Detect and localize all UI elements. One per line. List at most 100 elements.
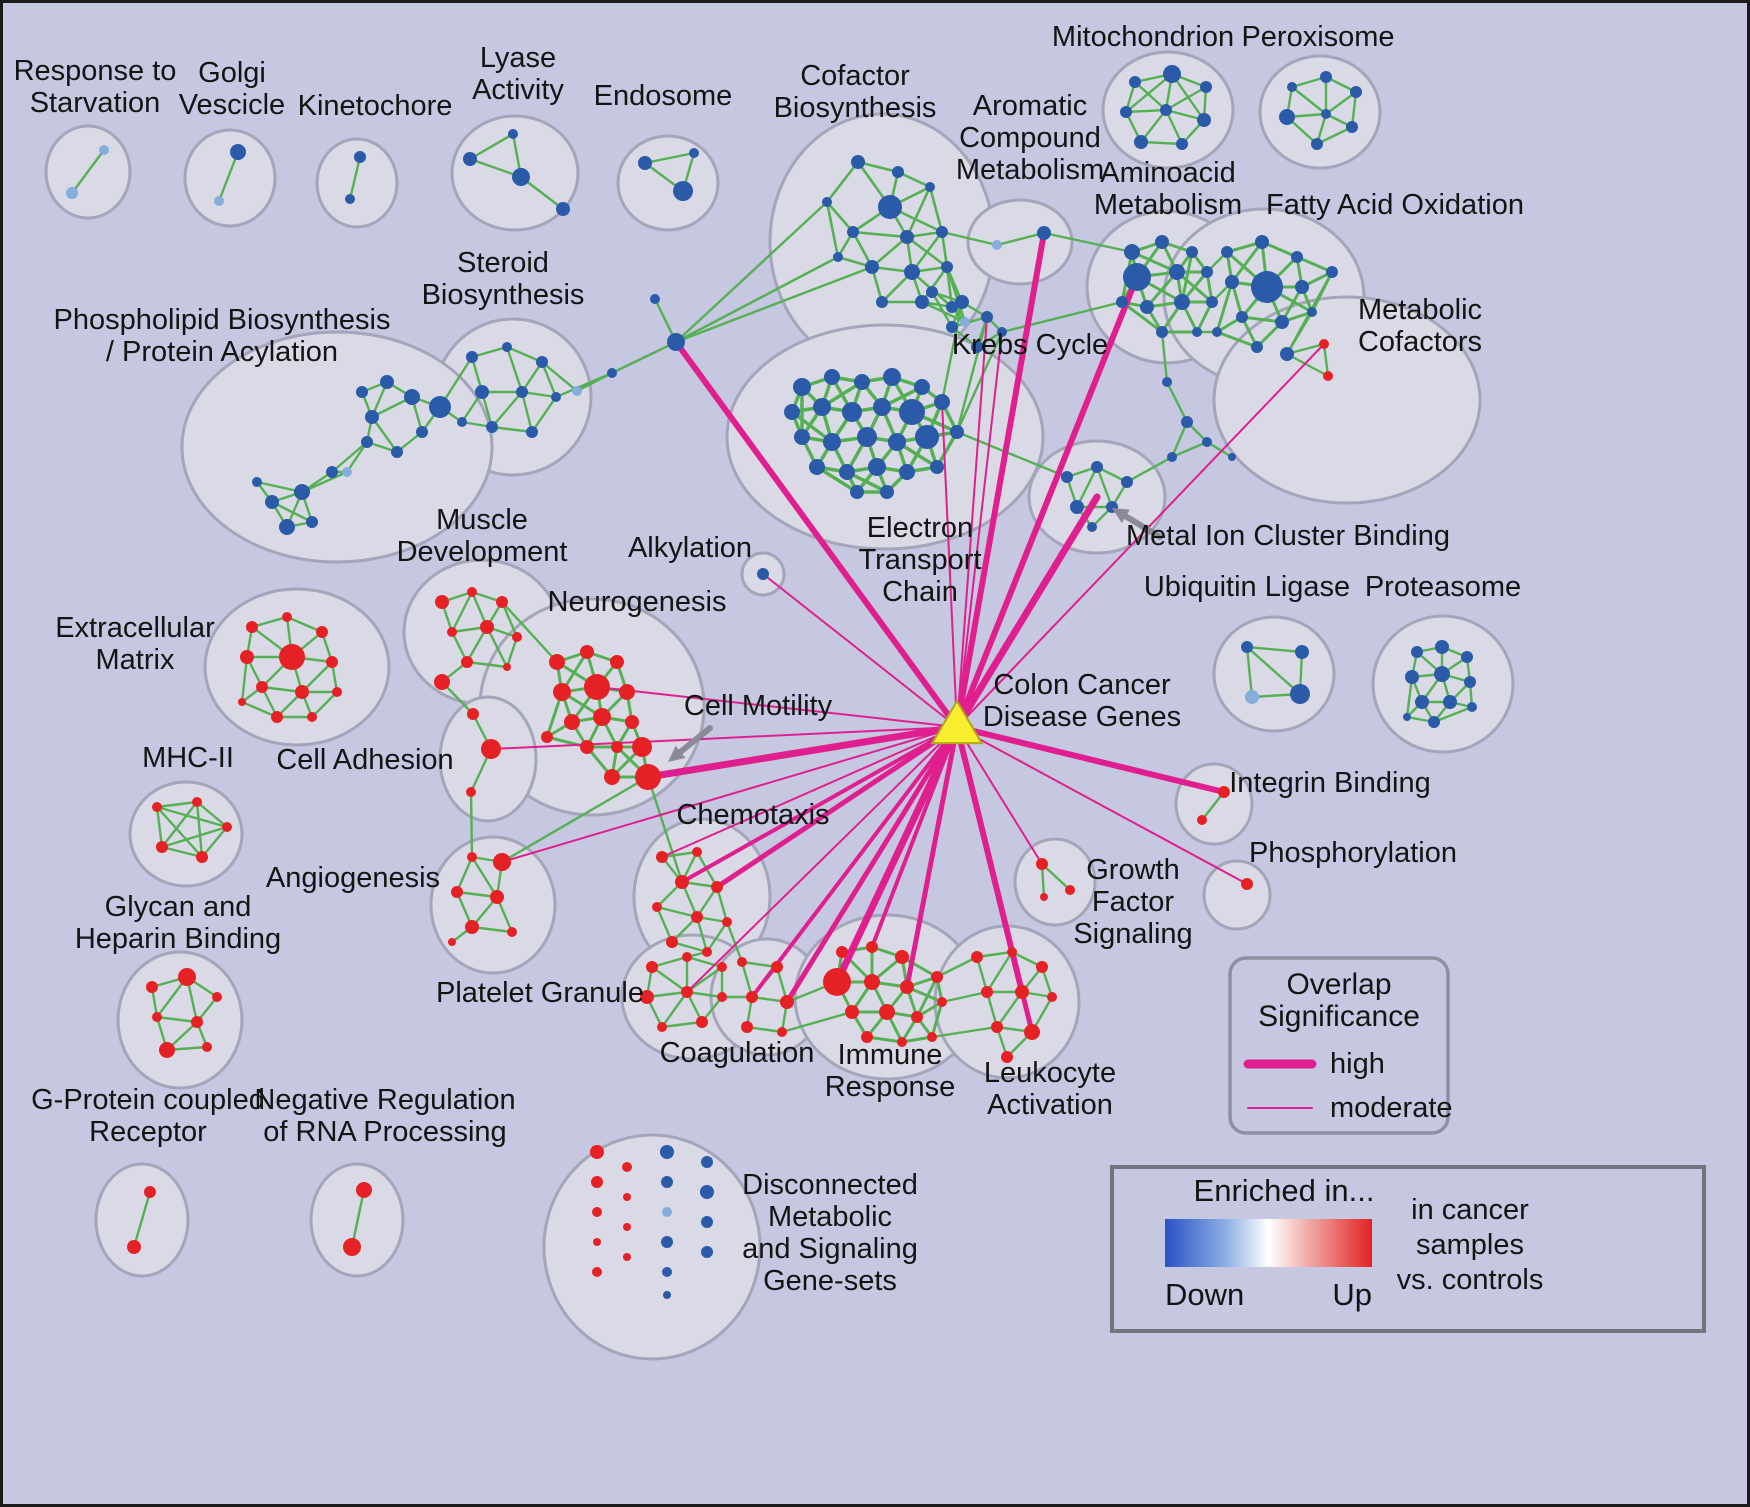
node-electron-transport-chain: [868, 458, 886, 476]
inter-cluster-edge: [554, 371, 614, 399]
node-neurogenesis: [553, 683, 571, 701]
overlap-edge-moderate: [956, 316, 988, 728]
label-alkylation: Alkylation: [628, 532, 752, 564]
edge-ubiquitin-ligase: [1245, 645, 1302, 696]
node-negative-regulation-rna-processing: [343, 1238, 361, 1256]
node-aminoacid-metabolism: [1186, 246, 1198, 258]
edge-aromatic-compound-metabolism: [995, 231, 1046, 247]
inter-cluster-edge: [725, 920, 744, 964]
label-phosphorylation: Phosphorylation: [1249, 837, 1457, 869]
overlap-edge-moderate: [956, 726, 1043, 865]
node-leukocyte-activation: [1007, 947, 1017, 957]
edge-platelet-granule: [650, 955, 689, 969]
node-immune-response: [864, 974, 880, 990]
node-krebs-cycle: [997, 327, 1007, 337]
node-immune-response: [879, 1004, 895, 1020]
node-neurogenesis: [604, 769, 620, 785]
node-metal-ion-cluster-binding: [1121, 476, 1133, 488]
label-proteasome: Proteasome: [1365, 571, 1521, 603]
hub-colon-cancer-genes-triangle: [930, 699, 984, 745]
cluster-ellipse-proteasome: [1371, 614, 1515, 754]
edge-extracellular-matrix: [310, 690, 339, 719]
overlap-edge-high: [680, 725, 959, 884]
node-angiogenesis: [467, 852, 477, 862]
node-mhc-ii: [196, 851, 208, 863]
overlap-edge-moderate: [762, 573, 958, 728]
node-steroid-biosynthesis: [466, 351, 478, 363]
node-angiogenesis: [493, 853, 511, 871]
node-electron-transport-chain: [857, 427, 877, 447]
cluster-ellipse-mhc-ii: [128, 780, 244, 888]
edge-metal-ion-cluster-binding: [1075, 465, 1099, 509]
edge-aminoacid-metabolism: [1120, 300, 1164, 334]
node-leukocyte-activation: [1015, 985, 1029, 999]
node-fatty-acid-oxidation: [1295, 280, 1309, 294]
node-metal-ion-cluster-binding: [1087, 522, 1097, 532]
node-disconnected-gene-sets: [622, 1162, 632, 1172]
edge-lyase-activity: [468, 132, 515, 161]
inter-cluster-edge: [500, 600, 559, 664]
node-disconnected-gene-sets: [700, 1185, 714, 1199]
node-immune-response: [900, 980, 914, 994]
node-steroid-biosynthesis: [536, 356, 548, 368]
enrichment-gradient-bar: [1165, 1219, 1372, 1267]
edge-platelet-granule: [685, 955, 724, 969]
overlap-edge-high: [714, 724, 960, 890]
node-mitochondrion: [1200, 81, 1212, 93]
node-endosome: [673, 181, 693, 201]
legend-enriched-note: samples: [1416, 1229, 1524, 1261]
node-disconnected-gene-sets: [592, 1267, 602, 1277]
label-electron-transport-chain: Transport: [858, 544, 981, 576]
edge-metabolic-connectors: [1165, 380, 1189, 424]
node-extracellular-matrix: [240, 650, 254, 664]
label-golgi-vescicle: Golgi: [198, 57, 266, 89]
hub-arrows-layer: [668, 508, 1706, 1333]
node-fatty-acid-oxidation: [1307, 307, 1317, 317]
cell-motility-arrow: [672, 725, 713, 759]
node-coagulation: [777, 1027, 787, 1037]
label-integrin-binding: Integrin Binding: [1229, 767, 1431, 799]
node-muscle-development: [435, 595, 449, 609]
node-chemotaxis: [666, 936, 678, 948]
node-fatty-acid-oxidation: [1225, 275, 1239, 289]
edge-chemotaxis: [695, 885, 719, 919]
node-metabolic-connectors: [572, 386, 582, 396]
edge-mhc-ii: [155, 800, 199, 809]
node-electron-transport-chain: [915, 425, 939, 449]
node-platelet-granule: [681, 986, 693, 998]
label-glycan-heparin-binding: Glycan and: [105, 891, 252, 923]
label-chemotaxis: Chemotaxis: [676, 799, 829, 831]
edge-growth-factor-signaling: [1040, 862, 1072, 892]
label-g-protein-coupled-receptor: Receptor: [89, 1116, 207, 1148]
node-krebs-cycle: [981, 311, 993, 323]
edge-chemotaxis: [655, 905, 699, 919]
node-electron-transport-chain: [793, 378, 811, 396]
node-proteasome: [1428, 716, 1440, 728]
node-neurogenesis: [632, 737, 652, 757]
node-glycan-heparin-binding: [178, 968, 196, 986]
node-extracellular-matrix: [295, 685, 309, 699]
edge-cofactor-biosynthesis: [825, 160, 860, 204]
node-metal-ion-cluster-binding: [1061, 471, 1073, 483]
node-cofactor-biosynthesis: [892, 166, 904, 178]
node-leukocyte-activation: [1001, 1051, 1013, 1063]
cluster-ellipse-ubiquitin-ligase: [1212, 615, 1336, 733]
node-cofactor-biosynthesis: [946, 301, 958, 313]
edge-steroid-biosynthesis: [520, 390, 534, 434]
node-mhc-ii: [156, 841, 168, 853]
label-response-to-starvation: Response to: [14, 55, 177, 87]
label-fatty-acid-oxidation: Fatty Acid Oxidation: [1266, 189, 1524, 221]
label-cell-motility-label: Cell Motility: [684, 690, 833, 722]
node-lyase-activity: [512, 168, 530, 186]
node-chemotaxis: [656, 851, 668, 863]
edge-steroid-biosynthesis: [505, 345, 544, 364]
node-disconnected-gene-sets: [590, 1145, 604, 1159]
node-neurogenesis: [580, 740, 594, 754]
node-response-to-starvation: [99, 145, 109, 155]
node-disconnected-gene-sets: [591, 1176, 603, 1188]
edge-platelet-granule: [685, 965, 724, 994]
legend-overlap-title: Overlap: [1286, 968, 1391, 1001]
node-ubiquitin-ligase: [1295, 645, 1309, 659]
node-mitochondrion: [1197, 113, 1211, 127]
overlap-edge-moderate: [490, 726, 958, 750]
